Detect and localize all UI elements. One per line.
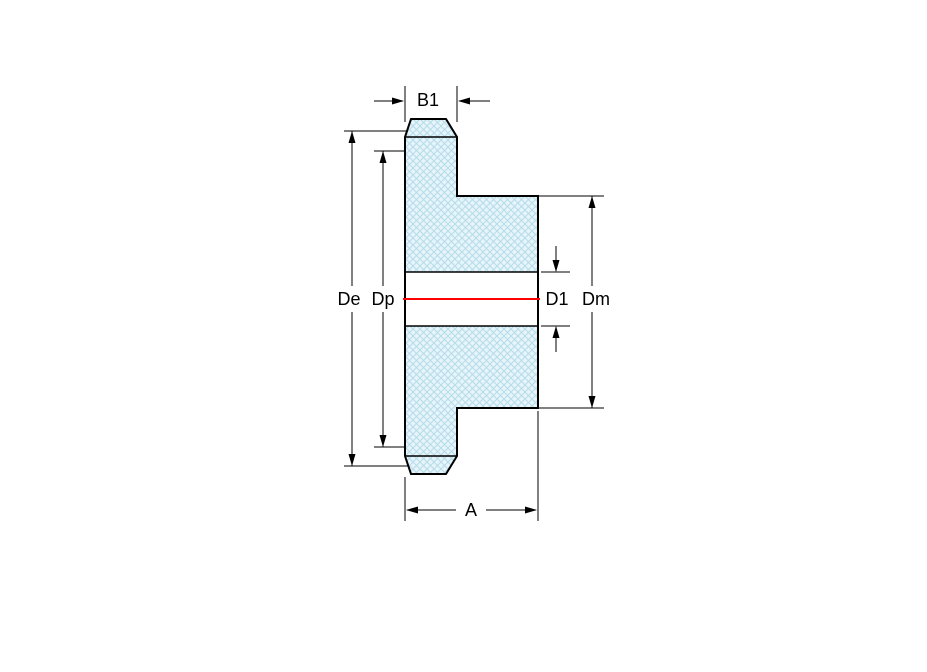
dimension-d1: D1 <box>541 246 570 352</box>
de-arrowhead-up <box>348 131 356 143</box>
a-arrowhead-left <box>406 506 418 514</box>
d1-label: D1 <box>545 289 568 309</box>
de-arrowhead-down <box>348 454 356 466</box>
dimension-a: A <box>404 411 539 521</box>
dp-label: Dp <box>371 289 394 309</box>
b1-label: B1 <box>417 90 439 110</box>
a-arrowhead-right <box>525 506 537 514</box>
sprocket-body <box>403 118 540 475</box>
b1-arrowhead-right <box>392 97 404 105</box>
dp-arrowhead-up <box>379 151 387 163</box>
dimension-b1: B1 <box>374 86 490 122</box>
dm-label: Dm <box>582 289 610 309</box>
a-label: A <box>465 500 477 520</box>
b1-arrowhead-left <box>458 97 470 105</box>
d1-arrowhead-down <box>552 260 560 272</box>
dm-arrowhead-up <box>588 196 596 208</box>
dp-arrowhead-down <box>379 435 387 447</box>
d1-arrowhead-up <box>552 326 560 338</box>
dimension-dm: Dm <box>539 195 610 409</box>
dm-arrowhead-down <box>588 396 596 408</box>
de-label: De <box>337 289 360 309</box>
dimension-dp: Dp <box>371 150 405 448</box>
dimension-de: De <box>337 130 408 467</box>
